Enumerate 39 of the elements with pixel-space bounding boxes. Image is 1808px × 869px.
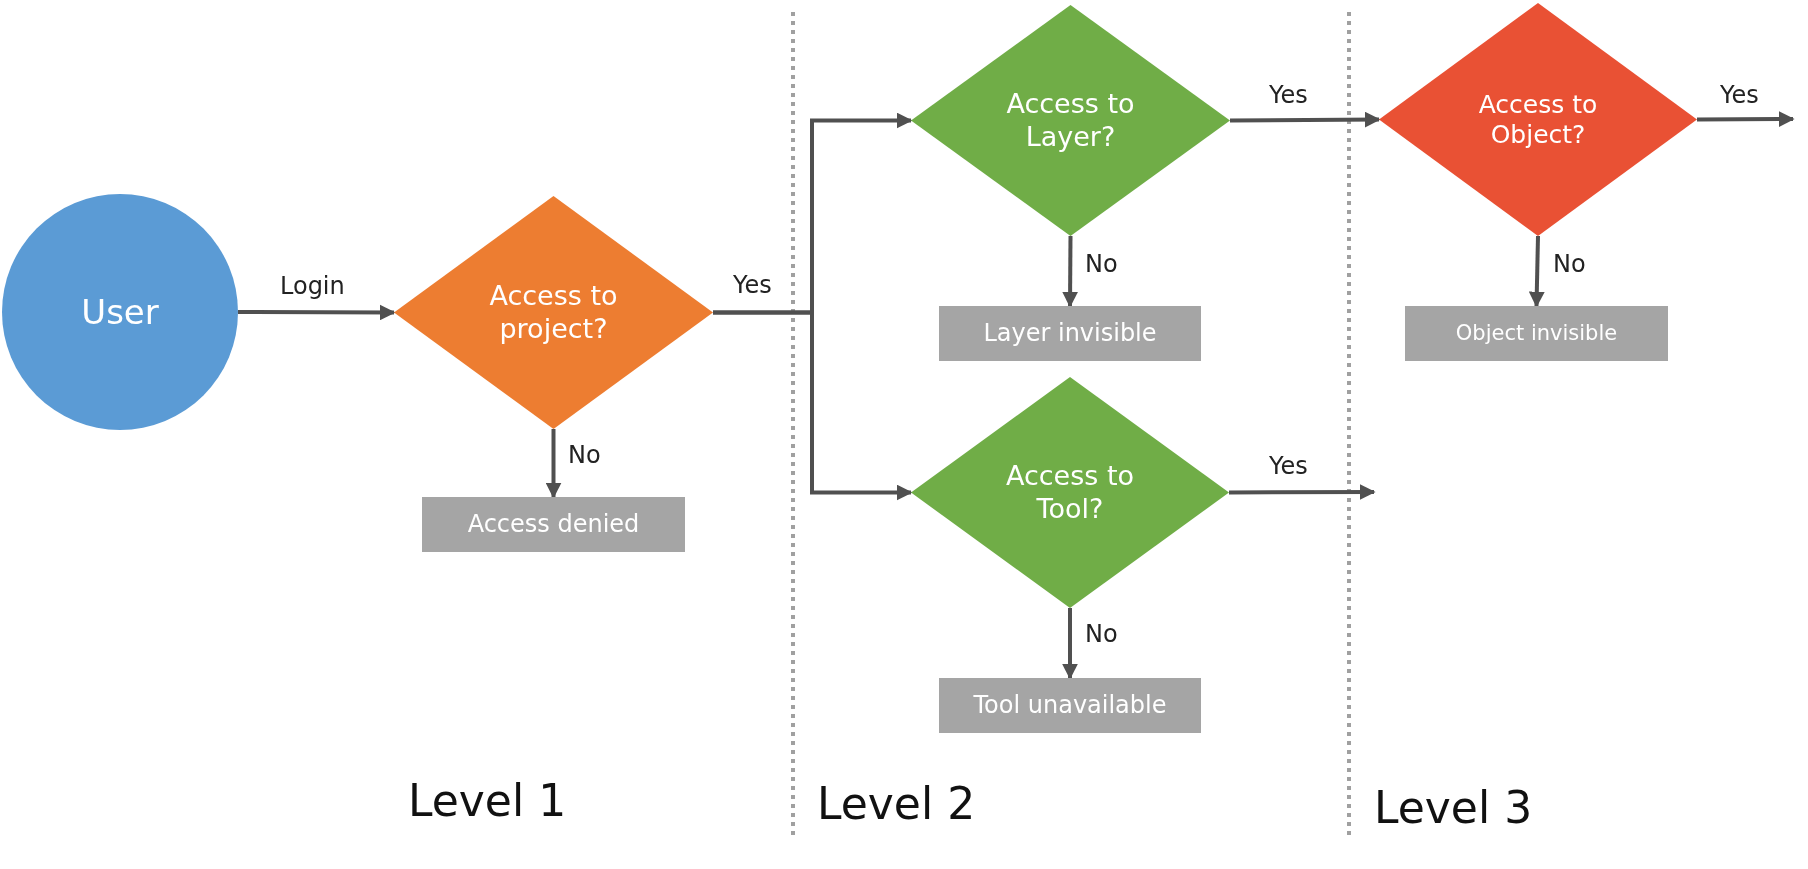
level-label: Level 1 bbox=[408, 775, 567, 826]
result-box bbox=[939, 678, 1201, 733]
result-box bbox=[422, 497, 685, 552]
node-text: Access to Tool? bbox=[1004, 460, 1136, 525]
user-circle bbox=[2, 194, 238, 430]
arrow bbox=[545, 429, 562, 499]
node-text: Access denied bbox=[467, 510, 640, 539]
node-text: Tool unavailable bbox=[973, 691, 1167, 720]
arrow bbox=[1230, 111, 1381, 128]
arrow bbox=[238, 304, 396, 321]
arrow bbox=[713, 310, 913, 501]
edge-label: No bbox=[1553, 250, 1586, 278]
result-box bbox=[939, 306, 1201, 361]
edge-label: Yes bbox=[733, 271, 772, 299]
edge-label: Yes bbox=[1269, 81, 1308, 109]
node-text: Access to Layer? bbox=[1005, 88, 1136, 153]
node-text: Layer invisible bbox=[983, 319, 1157, 348]
node-text: Object invisible bbox=[1455, 320, 1618, 347]
arrow bbox=[1062, 236, 1079, 308]
node-text: Access to project? bbox=[488, 280, 619, 345]
decision-diamond bbox=[1379, 3, 1697, 236]
edge-label: No bbox=[1085, 250, 1118, 278]
level-label: Level 2 bbox=[817, 778, 976, 829]
arrow bbox=[1229, 484, 1376, 501]
arrow bbox=[1697, 111, 1795, 128]
decision-diamond bbox=[911, 377, 1229, 608]
node-text: Access to Object? bbox=[1477, 89, 1599, 150]
decision-diamond bbox=[911, 5, 1230, 236]
result-box bbox=[1405, 306, 1668, 361]
edge-label: No bbox=[568, 441, 601, 469]
arrow bbox=[1062, 608, 1078, 680]
edge-label: Yes bbox=[1269, 452, 1308, 480]
decision-diamond bbox=[394, 196, 713, 429]
level-label: Level 3 bbox=[1374, 782, 1533, 833]
arrow bbox=[1528, 235, 1545, 308]
node-text: User bbox=[81, 291, 159, 333]
edge-label: Login bbox=[280, 272, 345, 300]
edge-label: Yes bbox=[1720, 81, 1759, 109]
edge-label: No bbox=[1085, 620, 1118, 648]
